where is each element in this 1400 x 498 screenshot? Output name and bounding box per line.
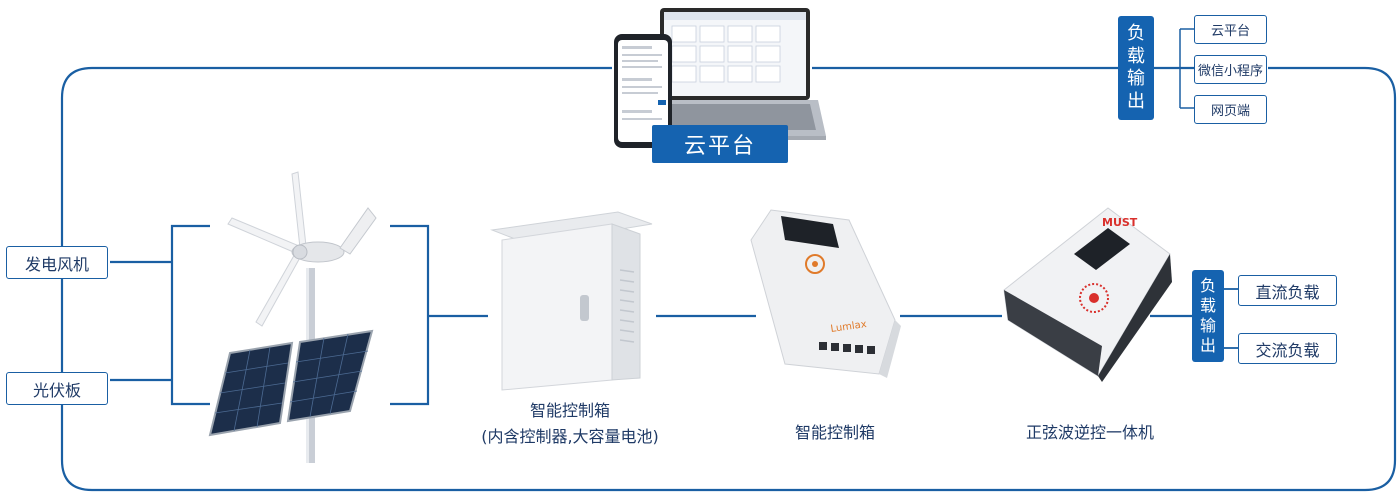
controller-brand-text: Lumlax	[830, 319, 868, 335]
load-output-right-char: 负	[1199, 276, 1216, 295]
load-output-right-char: 输	[1199, 316, 1216, 335]
load-output-top-char: 出	[1127, 90, 1145, 112]
charge-controller-illustration: Lumlax	[750, 209, 901, 378]
ac-load-label: 交流负载	[1238, 333, 1337, 364]
controller-caption: 智能控制箱	[794, 423, 875, 442]
load-output-right-char: 出	[1199, 336, 1216, 355]
wind-solar-illustration	[208, 171, 377, 463]
dc-load-label: 直流负载	[1238, 275, 1337, 306]
load-output-top-char: 输	[1127, 68, 1145, 89]
inverter-illustration: MUST	[1003, 207, 1172, 382]
load-output-right-char: 载	[1199, 296, 1216, 315]
load-output-top-label: 负 载 输 出	[1118, 16, 1154, 120]
load-output-right-label: 负 载 输 出	[1192, 270, 1224, 362]
inverter-brand-text: MUST	[1102, 216, 1138, 229]
cabinet-caption-line1: 智能控制箱	[529, 401, 610, 420]
laptop-phone-illustration	[614, 8, 826, 148]
cloud-platform-label: 云平台	[652, 125, 788, 163]
control-cabinet-illustration	[490, 211, 653, 391]
cabinet-caption: 智能控制箱 (内含控制器,大容量电池)	[440, 398, 700, 450]
source-wind-turbine-label: 发电风机	[6, 246, 108, 279]
platform-option-web: 网页端	[1194, 95, 1267, 124]
inverter-caption: 正弦波逆控一体机	[1025, 423, 1154, 442]
platform-option-wechat-miniprogram: 微信小程序	[1194, 55, 1267, 84]
cabinet-caption-line2: (内含控制器,大容量电池)	[481, 427, 659, 446]
platform-option-cloud: 云平台	[1194, 15, 1267, 44]
load-output-top-char: 负	[1127, 23, 1145, 44]
load-output-top-char: 载	[1127, 45, 1145, 67]
source-solar-panel-label: 光伏板	[6, 372, 108, 405]
